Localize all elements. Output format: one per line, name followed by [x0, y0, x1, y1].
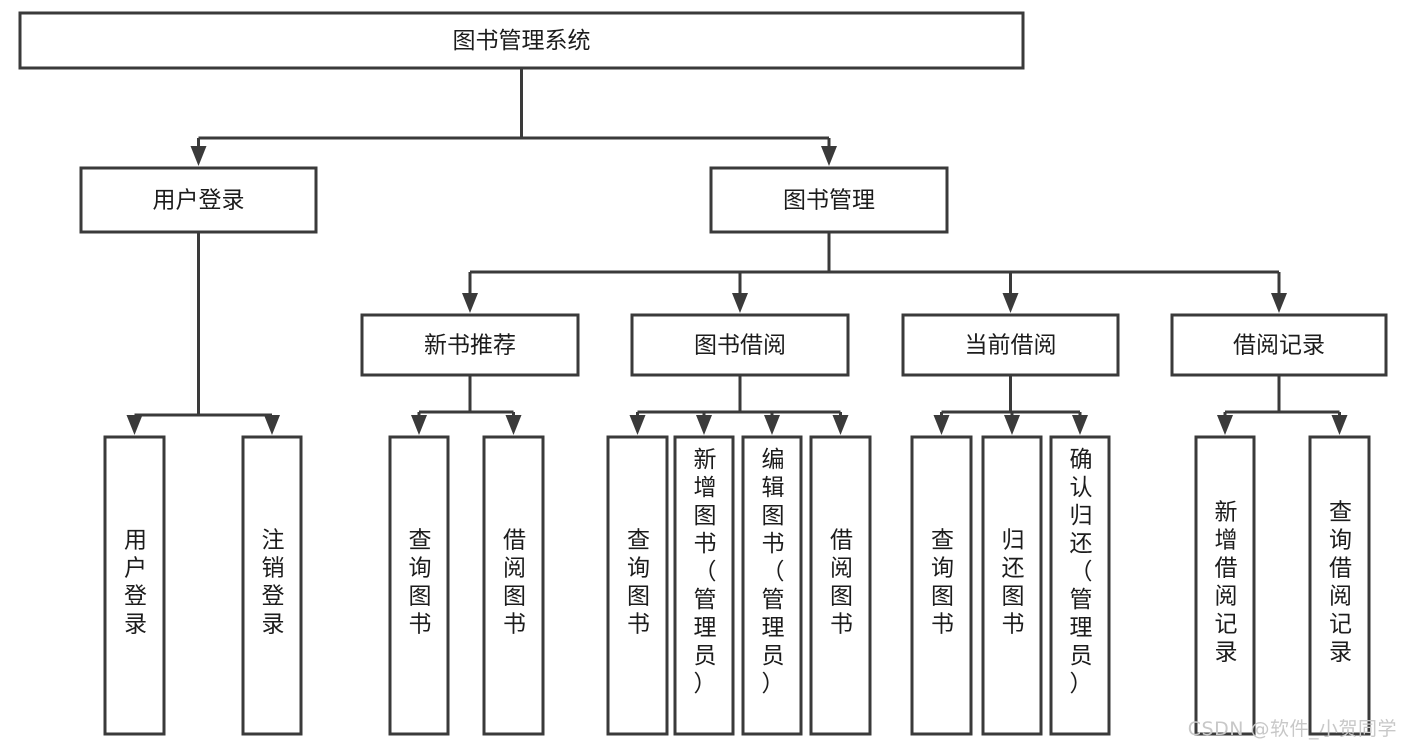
node-leaf-query-book-1-rect — [388, 435, 450, 736]
node-new-book-recommend[interactable]: 新书推荐 — [360, 313, 580, 377]
connector-layer — [126, 68, 1348, 435]
node-leaf-edit-book-rect — [741, 435, 803, 736]
arrow-head-icon — [505, 415, 522, 435]
arrow-head-icon — [1217, 415, 1233, 435]
node-leaf-query-book-3-rect — [910, 435, 973, 736]
node-leaf-query-record[interactable]: 查询借阅记录 — [1308, 435, 1371, 736]
node-new-book-recommend-rect — [360, 313, 580, 377]
node-leaf-confirm-return-rect — [1049, 435, 1111, 736]
node-leaf-add-book-rect — [673, 435, 735, 736]
arrow-head-icon — [190, 146, 207, 166]
node-leaf-edit-book[interactable]: 编辑图书（管理员） — [741, 435, 803, 736]
node-root-label: 图书管理系统 — [453, 28, 591, 54]
node-root-rect — [18, 11, 1025, 70]
node-book-borrow-label: 图书借阅 — [694, 333, 786, 359]
node-leaf-logout-rect — [241, 435, 303, 736]
node-book-manage-label: 图书管理 — [783, 188, 875, 214]
node-leaf-logout[interactable]: 注销登录 — [241, 435, 303, 736]
node-leaf-query-book-3-label: 查询图书 — [931, 528, 954, 638]
node-current-borrow-rect — [901, 313, 1120, 377]
node-current-borrow-label: 当前借阅 — [965, 333, 1057, 359]
node-user-login[interactable]: 用户登录 — [79, 166, 318, 234]
node-book-manage[interactable]: 图书管理 — [709, 166, 949, 234]
arrow-head-icon — [264, 415, 280, 435]
node-leaf-logout-label: 注销登录 — [262, 528, 285, 638]
node-leaf-confirm-return[interactable]: 确认归还（管理员） — [1049, 435, 1111, 736]
node-leaf-user-login-label: 用户登录 — [124, 528, 147, 638]
arrow-head-icon — [832, 415, 849, 435]
node-leaf-add-record-rect — [1194, 435, 1256, 736]
arrow-head-icon — [696, 415, 712, 435]
node-current-borrow[interactable]: 当前借阅 — [901, 313, 1120, 377]
node-root[interactable]: 图书管理系统 — [18, 11, 1025, 70]
node-leaf-return-book-rect — [981, 435, 1043, 736]
node-leaf-query-book-2-label: 查询图书 — [627, 528, 650, 638]
node-leaf-query-book-3[interactable]: 查询图书 — [910, 435, 973, 736]
node-leaf-borrow-book-1-label: 借阅图书 — [503, 528, 526, 638]
arrow-head-icon — [1072, 415, 1088, 435]
node-leaf-borrow-book-2[interactable]: 借阅图书 — [809, 435, 872, 736]
node-leaf-confirm-return-label: 确认归还（管理员） — [1070, 447, 1093, 697]
node-leaf-borrow-book-2-label: 借阅图书 — [830, 528, 853, 638]
node-borrow-record-label: 借阅记录 — [1233, 333, 1325, 359]
node-leaf-borrow-book-2-rect — [809, 435, 872, 736]
node-leaf-user-login-rect — [103, 435, 166, 736]
arrow-head-icon — [1271, 293, 1287, 313]
node-leaf-query-book-2-rect — [606, 435, 669, 736]
node-book-manage-rect — [709, 166, 949, 234]
node-borrow-record-rect — [1170, 313, 1388, 377]
node-leaf-query-record-rect — [1308, 435, 1371, 736]
node-leaf-query-book-2[interactable]: 查询图书 — [606, 435, 669, 736]
arrow-head-icon — [764, 415, 780, 435]
arrow-head-icon — [629, 415, 646, 435]
arrow-head-icon — [732, 293, 748, 313]
node-borrow-record[interactable]: 借阅记录 — [1170, 313, 1388, 377]
node-leaf-borrow-book-1[interactable]: 借阅图书 — [482, 435, 545, 736]
node-leaf-query-book-1-label: 查询图书 — [409, 528, 432, 638]
node-leaf-return-book[interactable]: 归还图书 — [981, 435, 1043, 736]
node-leaf-query-book-1[interactable]: 查询图书 — [388, 435, 450, 736]
node-user-login-rect — [79, 166, 318, 234]
node-leaf-return-book-label: 归还图书 — [1002, 528, 1025, 638]
node-leaf-query-record-label: 查询借阅记录 — [1329, 500, 1352, 666]
node-user-login-label: 用户登录 — [153, 188, 245, 214]
arrow-head-icon — [462, 293, 478, 313]
node-new-book-recommend-label: 新书推荐 — [424, 333, 516, 359]
arrow-head-icon — [821, 146, 837, 166]
arrow-head-icon — [933, 415, 950, 435]
arrow-head-icon — [1004, 415, 1020, 435]
node-leaf-borrow-book-1-rect — [482, 435, 545, 736]
node-book-borrow[interactable]: 图书借阅 — [630, 313, 850, 377]
arrow-head-icon — [126, 415, 143, 435]
node-leaf-user-login[interactable]: 用户登录 — [103, 435, 166, 736]
node-layer: 图书管理系统用户登录图书管理新书推荐图书借阅当前借阅借阅记录用户登录注销登录查询… — [18, 11, 1388, 736]
node-leaf-add-book-label: 新增图书（管理员） — [694, 447, 717, 697]
node-book-borrow-rect — [630, 313, 850, 377]
arrow-head-icon — [1331, 415, 1348, 435]
node-leaf-add-record-label: 新增借阅记录 — [1215, 500, 1238, 666]
arrow-head-icon — [411, 415, 427, 435]
node-leaf-add-book[interactable]: 新增图书（管理员） — [673, 435, 735, 736]
node-leaf-add-record[interactable]: 新增借阅记录 — [1194, 435, 1256, 736]
arrow-head-icon — [1002, 293, 1019, 313]
node-leaf-edit-book-label: 编辑图书（管理员） — [762, 447, 785, 697]
